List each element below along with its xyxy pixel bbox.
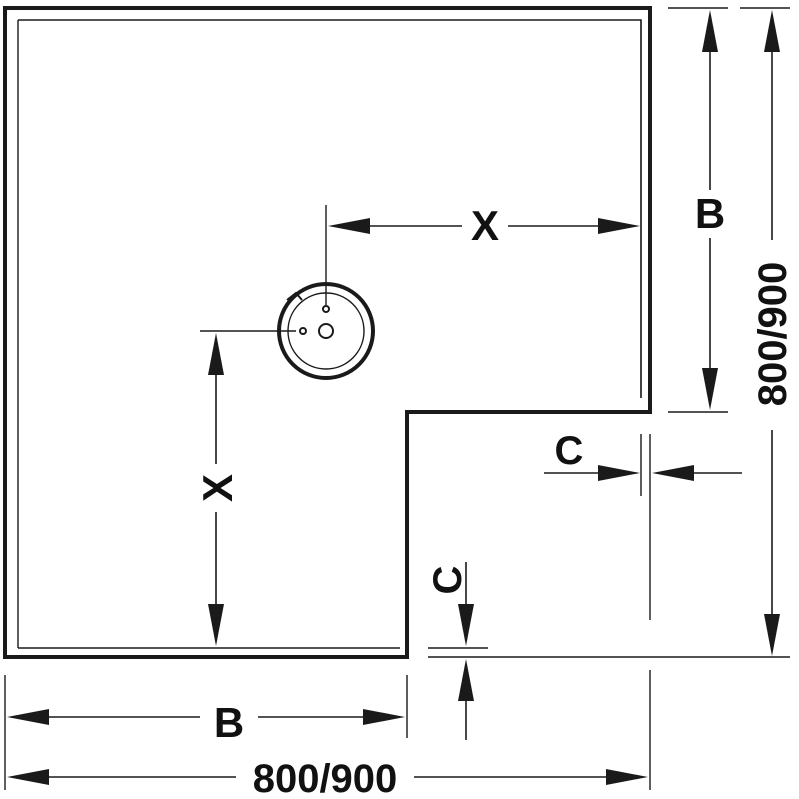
dimension-total-bottom: 800/900 <box>7 670 651 799</box>
dimension-total-right: 800/900 <box>428 7 795 658</box>
dimension-b-bottom: B <box>4 675 408 790</box>
label-b-bottom: B <box>214 699 244 746</box>
dimension-b-right: B <box>668 7 728 413</box>
label-total-bottom: 800/900 <box>253 757 398 799</box>
cabinet-outline <box>3 6 652 659</box>
label-c-right: C <box>555 429 584 473</box>
label-b-right: B <box>695 190 725 237</box>
dimension-x-vertical: X <box>194 330 296 646</box>
dimension-x-horizontal: X <box>325 202 640 305</box>
label-total-right: 800/900 <box>751 262 795 407</box>
dimension-c-bottom: C <box>426 562 488 740</box>
label-x-vertical: X <box>194 474 241 502</box>
label-x-horizontal: X <box>471 202 499 249</box>
dimension-c-right: C <box>544 429 742 620</box>
label-c-bottom: C <box>426 566 470 595</box>
